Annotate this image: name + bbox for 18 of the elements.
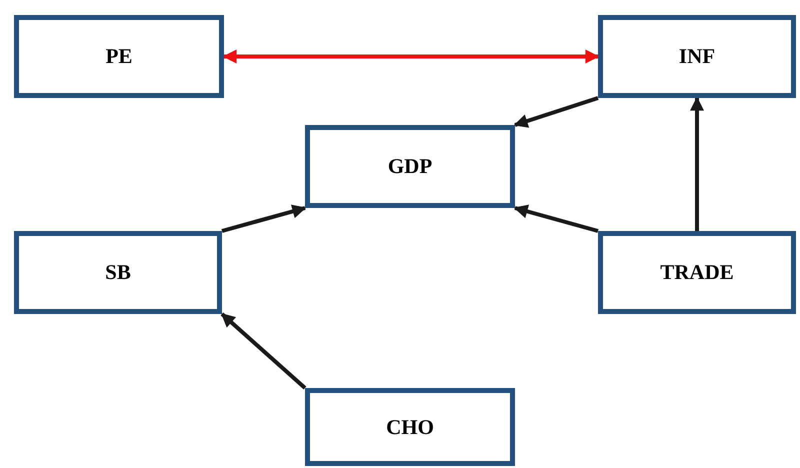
variable-label: GDP [388,154,432,179]
variable-box [14,231,222,314]
arrow [690,96,704,231]
variable-box [14,15,224,98]
variable-label: INF [678,44,716,69]
variable-box [598,15,796,98]
variable-label: TRADE [660,260,734,285]
arrow [514,96,599,128]
arrow [222,50,600,64]
variable-label: SB [105,260,131,285]
arrow [220,312,306,390]
variable-box [598,231,796,314]
variable-label: CHO [386,414,434,440]
variable-box [305,125,515,208]
arrow [221,204,306,233]
arrow [514,204,599,233]
variable-label: PE [106,44,132,69]
variable-box [305,388,515,466]
